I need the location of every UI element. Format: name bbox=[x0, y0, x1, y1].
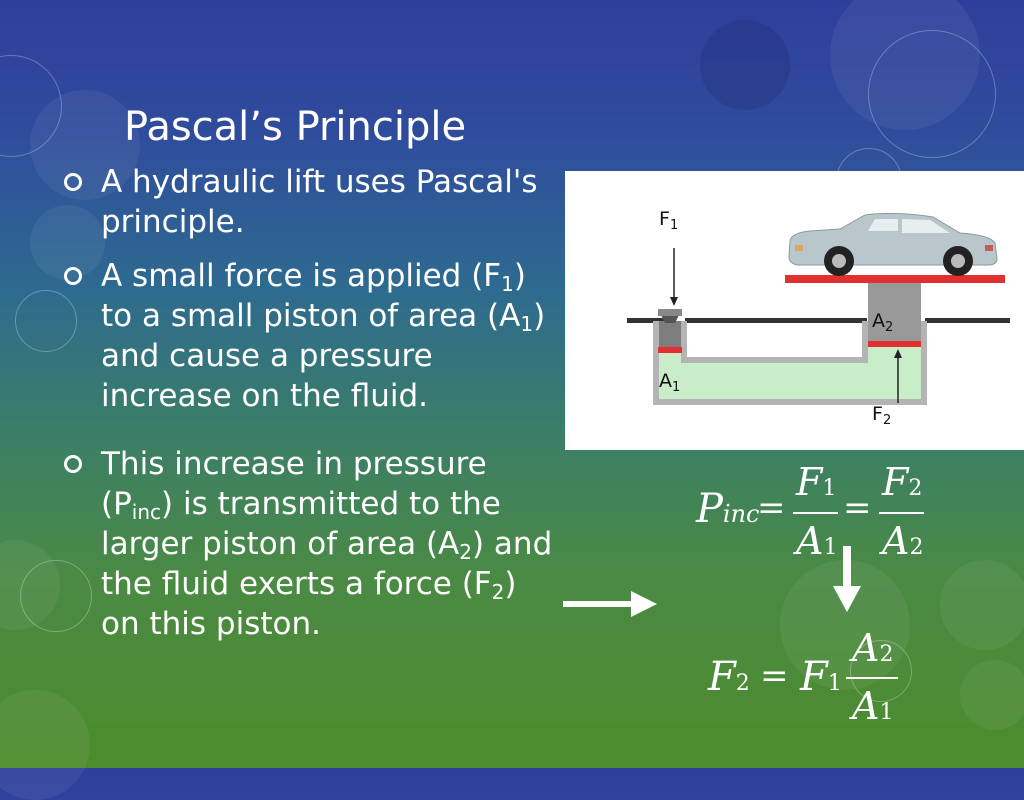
decorative-circle bbox=[940, 560, 1024, 650]
bullet-list: A hydraulic lift uses Pascal's principle… bbox=[64, 162, 564, 658]
decorative-circle bbox=[15, 290, 77, 352]
bullet-item: A small force is applied (F1) to a small… bbox=[64, 256, 564, 416]
fraction-bar bbox=[846, 677, 898, 679]
small-piston bbox=[659, 321, 681, 349]
bullet-text: A hydraulic lift uses Pascal's principle… bbox=[101, 164, 538, 240]
decorative-circle bbox=[30, 90, 140, 200]
decorative-circle bbox=[868, 30, 996, 158]
f1-label: F1 bbox=[659, 208, 679, 233]
large-piston-face bbox=[868, 341, 921, 347]
hydraulic-lift-illustration bbox=[627, 212, 1010, 405]
decorative-circle bbox=[0, 690, 90, 800]
f2-label: F2 bbox=[872, 403, 892, 428]
decorative-circle bbox=[850, 640, 912, 702]
bullet-item: A hydraulic lift uses Pascal's principle… bbox=[64, 162, 564, 242]
circle-bullet-icon bbox=[64, 173, 82, 191]
hydraulic-lift-diagram: F1 A1 A2 F2 bbox=[565, 171, 1024, 450]
down-arrow-icon bbox=[833, 546, 861, 612]
circle-bullet-icon bbox=[64, 267, 82, 285]
lift-platform bbox=[785, 275, 1005, 283]
right-arrow-icon bbox=[563, 591, 657, 617]
a2-label: A2 bbox=[872, 310, 894, 335]
fluid bbox=[659, 346, 921, 399]
decorative-circle bbox=[830, 0, 980, 130]
car-icon bbox=[788, 212, 998, 276]
decorative-circle bbox=[700, 20, 790, 110]
circle-bullet-icon bbox=[64, 455, 82, 473]
bullet-item: This increase in pressure (Pinc) is tran… bbox=[64, 444, 564, 644]
small-piston-face bbox=[658, 347, 682, 353]
a1-label: A1 bbox=[659, 370, 681, 395]
bullet-text: A small force is applied (F1) to a small… bbox=[101, 258, 546, 414]
large-piston bbox=[868, 282, 921, 344]
fraction-bar bbox=[793, 512, 838, 514]
decorative-circle bbox=[960, 660, 1024, 730]
fraction-bar bbox=[879, 512, 924, 514]
slide-title: Pascal’s Principle bbox=[124, 104, 467, 150]
decorative-circle bbox=[20, 560, 92, 632]
bullet-text: This increase in pressure (Pinc) is tran… bbox=[101, 446, 553, 642]
